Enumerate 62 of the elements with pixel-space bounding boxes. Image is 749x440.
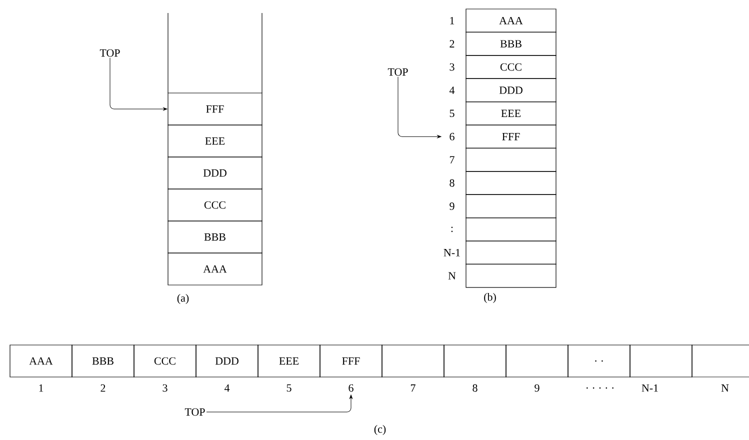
arrow — [110, 58, 168, 111]
stack-cell: FFF — [466, 124, 556, 148]
empty-cell — [630, 344, 692, 378]
stack-cell: BBB — [72, 344, 134, 378]
stack-cell: AAA — [168, 252, 262, 286]
index-number: 5 — [286, 384, 292, 392]
stack-cell: AAA — [10, 344, 72, 378]
stack-cell: CCC — [134, 344, 196, 378]
index-number: 1 — [39, 384, 44, 392]
stack-cell: EEE — [466, 102, 556, 126]
index-number: 3 — [162, 384, 168, 392]
empty-cell — [506, 344, 568, 378]
index-number: 2 — [450, 40, 454, 48]
caption: (c) — [374, 425, 386, 435]
pointer-label: TOP — [100, 49, 120, 57]
empty-cell — [466, 194, 556, 218]
empty-cell — [466, 148, 556, 172]
stack-cell: EEE — [258, 344, 320, 378]
index-number: 4 — [449, 86, 455, 94]
arrow — [398, 76, 442, 138]
index-number: N-1 — [444, 248, 460, 256]
empty-cell — [466, 240, 556, 264]
index-number: N-1 — [642, 384, 658, 392]
stack-cell: . . — [568, 344, 630, 378]
index-number: 1 — [450, 16, 454, 24]
empty-cell — [692, 344, 749, 378]
index-number: 8 — [450, 179, 454, 187]
caption: (b) — [484, 293, 496, 303]
index-number: 7 — [450, 156, 454, 164]
stack-cell: CCC — [168, 188, 262, 222]
stack-cell: DDD — [196, 344, 258, 378]
stack-cell: DDD — [168, 156, 262, 190]
stack-cell: DDD — [466, 78, 556, 102]
empty-cell — [466, 171, 556, 195]
index-number: N — [448, 272, 456, 280]
stack-cell: BBB — [466, 32, 556, 56]
index-number: N — [721, 384, 729, 392]
stack-cell: CCC — [466, 55, 556, 79]
pointer-label: TOP — [184, 408, 205, 416]
empty-cell — [466, 264, 556, 288]
index-number: 6 — [450, 132, 454, 140]
stack-cell: AAA — [466, 8, 556, 32]
index-number: 6 — [348, 384, 354, 392]
index-number: 8 — [472, 384, 478, 392]
index-number: 3 — [450, 63, 454, 71]
index-number: 4 — [224, 384, 230, 392]
stack-cell: FFF — [320, 344, 382, 378]
index-number: 9 — [450, 202, 454, 210]
stack-cell: EEE — [168, 124, 262, 158]
index-number: 5 — [450, 110, 454, 118]
pointer-label: TOP — [388, 68, 408, 76]
index-number: : — [451, 226, 453, 232]
index-number: 2 — [100, 384, 106, 392]
empty-cell — [382, 344, 444, 378]
index-number: . . . . . — [586, 387, 614, 389]
empty-cell — [444, 344, 506, 378]
arrow — [206, 394, 353, 412]
index-number: 9 — [534, 384, 540, 392]
index-number: 7 — [410, 384, 416, 392]
empty-cell — [466, 218, 556, 242]
stack-cell: FFF — [168, 92, 262, 126]
stack-cell: BBB — [168, 220, 262, 254]
